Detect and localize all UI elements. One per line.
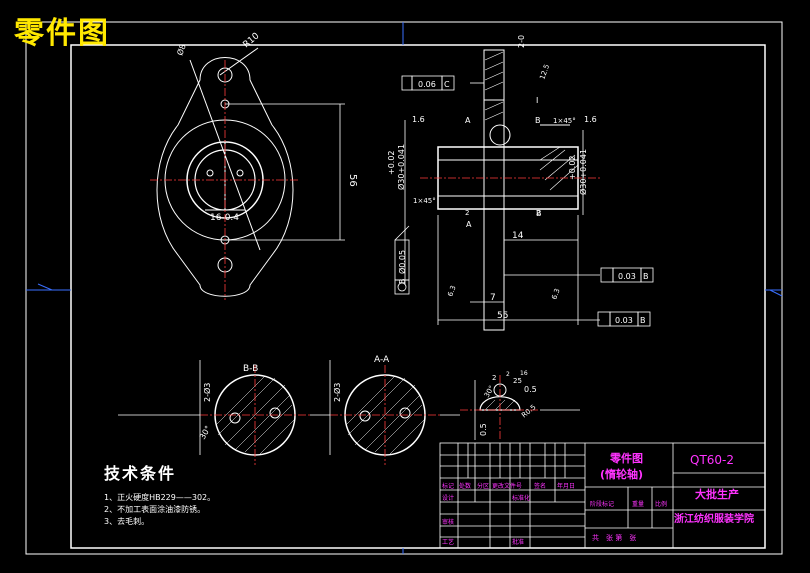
roughness-6-3-b: 6.3 <box>550 287 561 300</box>
tb-h-audit: 审核 <box>442 518 454 526</box>
tb-h-doc: 更改文件号 <box>492 482 522 490</box>
tb-h-design: 设计 <box>442 494 454 502</box>
tb-h-std: 标准化 <box>512 494 530 502</box>
dim-d8: Ø8 <box>174 43 187 57</box>
tb-h-count: 处数 <box>459 482 471 490</box>
section-mark-b-2: B <box>536 209 542 218</box>
dim-14: 14 <box>512 231 524 241</box>
tb-h-sheets: 共 张 第 张 <box>592 533 636 542</box>
section-leaders <box>118 360 580 455</box>
dim-2-0: 2-0 <box>517 35 526 48</box>
tb-part-title: 零件图 <box>609 451 643 465</box>
tb-h-mark: 标记 <box>442 482 454 490</box>
tol-circularity: Ø0.05 <box>397 250 407 274</box>
dim-2-b: 2 <box>536 209 540 217</box>
tb-h-zone: 分区 <box>477 482 489 490</box>
dim-2-phi-3-b: 2-Ø3 <box>332 383 342 402</box>
tb-h-scale: 比例 <box>655 500 667 508</box>
dim-r0-5: R0.5 <box>520 403 537 419</box>
datum-b-a: B <box>643 272 649 281</box>
dim-small-16: 16 <box>520 370 528 377</box>
tb-h-date: 年月日 <box>557 482 575 490</box>
chamfer-left: 1×45° <box>413 197 436 205</box>
dim-2-a: 2 <box>465 209 469 217</box>
section-aa-label: A-A <box>374 355 390 365</box>
dim-0-5-a: 0.5 <box>524 385 537 394</box>
tol-right-2: Ø30+0.041 <box>578 149 588 195</box>
title-block <box>439 442 766 549</box>
roughness-1-6-left: 1.6 <box>412 115 425 124</box>
dim-7: 7 <box>490 293 496 303</box>
dim-16: 16-0.4 <box>210 213 239 223</box>
outer-frame <box>25 21 783 555</box>
tech-item-2: 2、不加工表面涂油漆防锈。 <box>104 505 206 514</box>
datum-c: C <box>444 80 450 89</box>
detail-mark-i: I <box>536 96 538 105</box>
section-mark-a-2: A <box>466 220 472 229</box>
section-hatching <box>215 375 516 455</box>
side-view <box>437 49 579 331</box>
section-mark-a-1: A <box>465 116 471 125</box>
tol-left-2: Ø30+0.041 <box>396 144 406 190</box>
tb-h-sign: 签名 <box>534 482 546 490</box>
dim-2-phi-3-a: 2-Ø3 <box>202 383 212 402</box>
dim-2-c: 2 <box>492 374 496 382</box>
datum-b-b: B <box>640 316 646 325</box>
dim-56: 56 <box>347 174 358 187</box>
frame-centering-marks <box>26 22 783 554</box>
tb-h-stage: 阶段标记 <box>590 500 614 508</box>
dim-25: 25 <box>513 377 522 385</box>
side-view-dims <box>394 75 654 330</box>
dim-55: 55 <box>497 311 508 321</box>
tb-h-weight: 重量 <box>632 500 644 508</box>
tb-code: QT60-2 <box>690 453 734 467</box>
dim-0-5-b: 0.5 <box>479 423 488 436</box>
tol-left-1: +0.02 <box>387 150 396 175</box>
roughness-1-6-right: 1.6 <box>584 115 597 124</box>
dim-r10: R10 <box>242 31 262 50</box>
tech-item-1: 1、正火硬度HB229——302。 <box>104 493 216 502</box>
tb-part-name: (惰轮轴) <box>600 467 643 481</box>
inner-frame <box>70 44 766 549</box>
watermark-title: 零件图 <box>14 16 110 51</box>
datum-b-c: B <box>398 279 407 285</box>
roughness-6-3-a: 6.3 <box>446 284 457 297</box>
front-view-dim-56 <box>225 103 345 241</box>
dim-small-2: 2 <box>506 371 510 378</box>
tol-0-03-a: 0.03 <box>618 272 636 281</box>
roughness-12-5: 12.5 <box>538 63 551 80</box>
tech-title: 技术条件 <box>104 464 177 483</box>
tol-0-06: 0.06 <box>418 80 436 89</box>
tol-0-03-b: 0.03 <box>615 316 633 325</box>
side-view-hatch <box>484 51 579 191</box>
tb-school: 浙江纺织服装学院 <box>674 512 754 525</box>
section-centerlines <box>200 365 540 465</box>
section-bb-label: B-B <box>243 364 258 374</box>
tb-h-craft: 工艺 <box>442 538 454 546</box>
tol-right-1: +0.02 <box>568 155 577 180</box>
tech-item-3: 3、去毛刺。 <box>104 517 150 526</box>
tb-h-approve: 批准 <box>512 538 524 546</box>
tb-production: 大批生产 <box>695 487 739 501</box>
section-mark-b-1: B <box>535 116 541 125</box>
front-view-centerlines <box>150 60 300 300</box>
chamfer-right: 1×45° <box>553 117 576 125</box>
technical-requirements: 技术条件 1、正火硬度HB229——302。 2、不加工表面涂油漆防锈。 3、去… <box>104 460 215 528</box>
